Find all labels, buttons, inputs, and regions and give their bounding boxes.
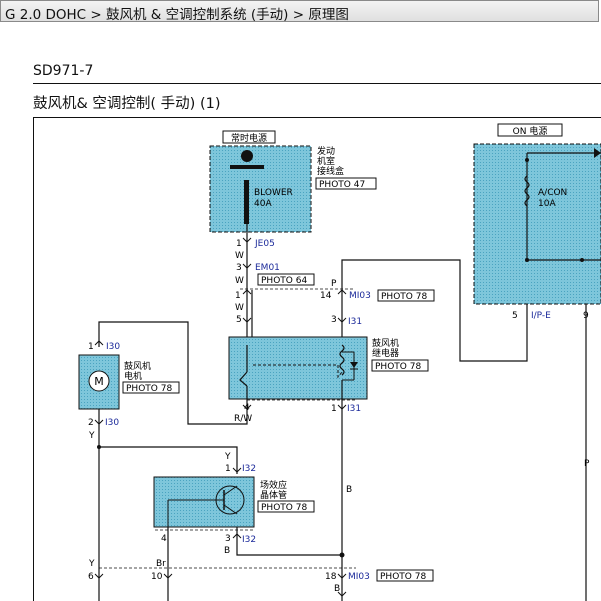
je05-connector: JE05	[254, 239, 275, 249]
photo78-bot: PHOTO 78	[380, 572, 426, 582]
wire-b2: B	[224, 546, 230, 556]
em01-pin: 3	[236, 263, 242, 273]
wire-rw: R/W	[234, 414, 252, 424]
bus-terminal	[241, 150, 253, 162]
engine-box-line3: 接线盒	[317, 165, 344, 177]
breadcrumb: G 2.0 DOHC > 鼓风机 & 空调控制系统 (手动) > 原理图	[5, 7, 349, 23]
i31-connector-bot: I31	[347, 404, 361, 414]
acon-fuse-rating: 10A	[538, 199, 556, 209]
fet-wire-y: Y	[224, 452, 231, 462]
wire-w2: W	[235, 276, 244, 286]
sheet-title: 鼓风机& 空调控制( 手动) (1)	[33, 96, 221, 112]
sheet-divider	[33, 83, 601, 84]
engine-box-line1: 发动	[317, 145, 335, 157]
wire-y-bottom: Y	[88, 559, 95, 569]
fet-name-2: 晶体管	[260, 489, 287, 501]
engine-box-line2: 机室	[317, 155, 335, 167]
photo47-box	[315, 177, 377, 190]
bus-bar	[230, 165, 264, 169]
i30-bot: I30	[105, 418, 119, 428]
wire-w1: W	[235, 251, 244, 261]
photo78-motor-box	[122, 381, 180, 394]
i32-top: I32	[242, 464, 256, 474]
photo78-relay-box	[371, 359, 429, 372]
wire-b3: B	[334, 584, 340, 594]
wire-b: B	[346, 485, 352, 495]
relay-name-1: 鼓风机	[372, 337, 399, 349]
const-power-label: 常时电源	[231, 132, 267, 144]
const-power-box	[222, 130, 276, 144]
ipe-connector: I/P-E	[531, 311, 551, 321]
fet-module	[153, 476, 255, 528]
photo78-fet-box	[257, 500, 315, 513]
photo64-label: PHOTO 64	[261, 276, 307, 286]
fet-name-1: 场效应	[260, 479, 287, 491]
i32-bot: I32	[242, 535, 256, 545]
i31-connector-top: I31	[348, 317, 362, 327]
diagram-frame	[33, 117, 601, 601]
photo78-relay: PHOTO 78	[375, 362, 421, 372]
wire-p-right: P	[584, 459, 590, 469]
breadcrumb-bar: G 2.0 DOHC > 鼓风机 & 空调控制系统 (手动) > 原理图	[0, 0, 599, 23]
photo78-a: PHOTO 78	[381, 292, 427, 302]
photo78-bot-box	[376, 569, 434, 582]
fet-pin3: 3	[225, 534, 231, 544]
mi03-connector-bot: MI03	[348, 572, 370, 582]
fet-pin1: 1	[225, 464, 231, 474]
motor-icon	[88, 370, 110, 392]
motor-name-2: 电机	[124, 370, 142, 382]
photo47-label: PHOTO 47	[319, 180, 365, 190]
engine-junction-box	[209, 145, 312, 233]
photo78-a-box	[377, 289, 435, 302]
mi03-pin14: 14	[320, 291, 332, 301]
photo64-box	[257, 273, 315, 286]
wire-br: Br	[156, 559, 166, 569]
arrow-right-icon	[594, 148, 601, 158]
on-power-box	[497, 123, 563, 137]
mi03-connector-top: MI03	[349, 291, 371, 301]
pin18: 18	[325, 572, 337, 582]
ipe-pin5: 5	[512, 311, 518, 321]
motor-pin1: 1	[88, 342, 94, 352]
wire-p: P	[331, 279, 337, 289]
blower-relay	[228, 336, 368, 400]
fet-pin4: 4	[161, 534, 167, 544]
i31-pin3: 3	[331, 315, 337, 325]
pin10: 10	[151, 572, 163, 582]
blower-fuse-rating: 40A	[254, 199, 272, 209]
pin6: 6	[88, 572, 94, 582]
i30-top: I30	[106, 342, 120, 352]
mi03-pin1: 1	[235, 291, 241, 301]
acon-fuse-icon	[524, 175, 530, 207]
relay-coil-icon	[339, 344, 345, 376]
je05-pin: 1	[236, 239, 242, 249]
relay-switch-icon	[239, 371, 248, 387]
acon-fuse-label: A/CON	[538, 188, 567, 198]
motor-symbol: M	[94, 375, 104, 388]
photo78-fet: PHOTO 78	[261, 503, 307, 513]
blower-fuse-label: BLOWER	[254, 188, 293, 198]
connector-chevrons	[94, 237, 347, 597]
i31-pin5: 5	[236, 315, 242, 325]
blower-fuse-icon	[244, 180, 249, 224]
relay-name-2: 继电器	[372, 347, 399, 359]
wire-w3: W	[235, 303, 244, 313]
wire-y: Y	[88, 431, 95, 441]
i31-pin1: 1	[331, 404, 337, 414]
motor-pin2: 2	[88, 418, 94, 428]
photo78-motor: PHOTO 78	[126, 384, 172, 394]
motor-name-1: 鼓风机	[124, 360, 151, 372]
on-power-label: ON 电源	[513, 125, 548, 137]
ip-junction-box	[473, 143, 601, 305]
em01-connector: EM01	[255, 263, 280, 273]
sheet-id: SD971-7	[33, 63, 94, 79]
